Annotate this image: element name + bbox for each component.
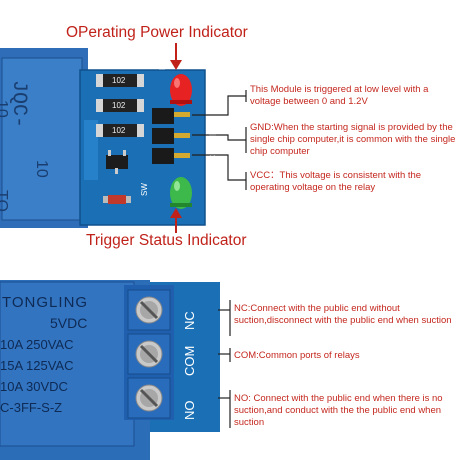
relay-spec-text: TONGLING 5VDC 10A 250VAC 15A 125VAC 10A … [0,292,126,418]
power-indicator-heading: OPerating Power Indicator [66,24,248,41]
relay-marking-2: 10 [0,100,10,118]
pwr-label: PWR [158,51,167,70]
relay-brand: TONGLING [2,294,89,311]
no-note: NO: Connect with the public end when the… [234,393,443,428]
relay-rating-3: 10A 30VDC [0,379,68,394]
trigger-indicator-heading: Trigger Status Indicator [86,232,247,249]
header-pins [152,108,190,164]
in-pin-note: This Module is triggered at low level wi… [250,84,429,107]
vcc-pin-note: VCC：This voltage is consistent with the … [250,170,422,193]
relay-marking-3: 10 [33,160,50,178]
nc-note: NC:Connect with the public end without s… [234,303,452,326]
resistor-array [96,74,144,137]
relay-marking-4: TO [0,190,10,212]
terminal-label-com: COM [182,345,197,376]
relay-voltage: 5VDC [50,315,88,331]
relay-rating-2: 15A 125VAC [0,358,74,373]
resistor-label-3: 102 [112,126,126,135]
status-led-green [170,177,192,209]
terminal-label-nc: NC [182,311,197,330]
terminal-screws [135,296,163,412]
com-note: COM:Common ports of relays [234,350,360,361]
resistor-label-1: 102 [112,76,126,85]
pin-label-gnd: GND [208,127,219,150]
relay-marking-1: JQC- [7,80,30,129]
pin-label-in: IN [208,116,219,126]
diode [108,195,126,204]
relay-model: C-3FF-S-Z [0,400,63,415]
pin-label-vcc: VCC [208,154,219,176]
terminal-label-no: NO [182,400,197,421]
sw-label: SW [140,183,149,196]
relay-rating-1: 10A 250VAC [0,337,74,352]
resistor-label-2: 102 [112,101,126,110]
gnd-pin-note: GND:When the starting signal is provided… [250,122,456,157]
transistor [106,155,128,169]
power-led-red [170,74,192,106]
